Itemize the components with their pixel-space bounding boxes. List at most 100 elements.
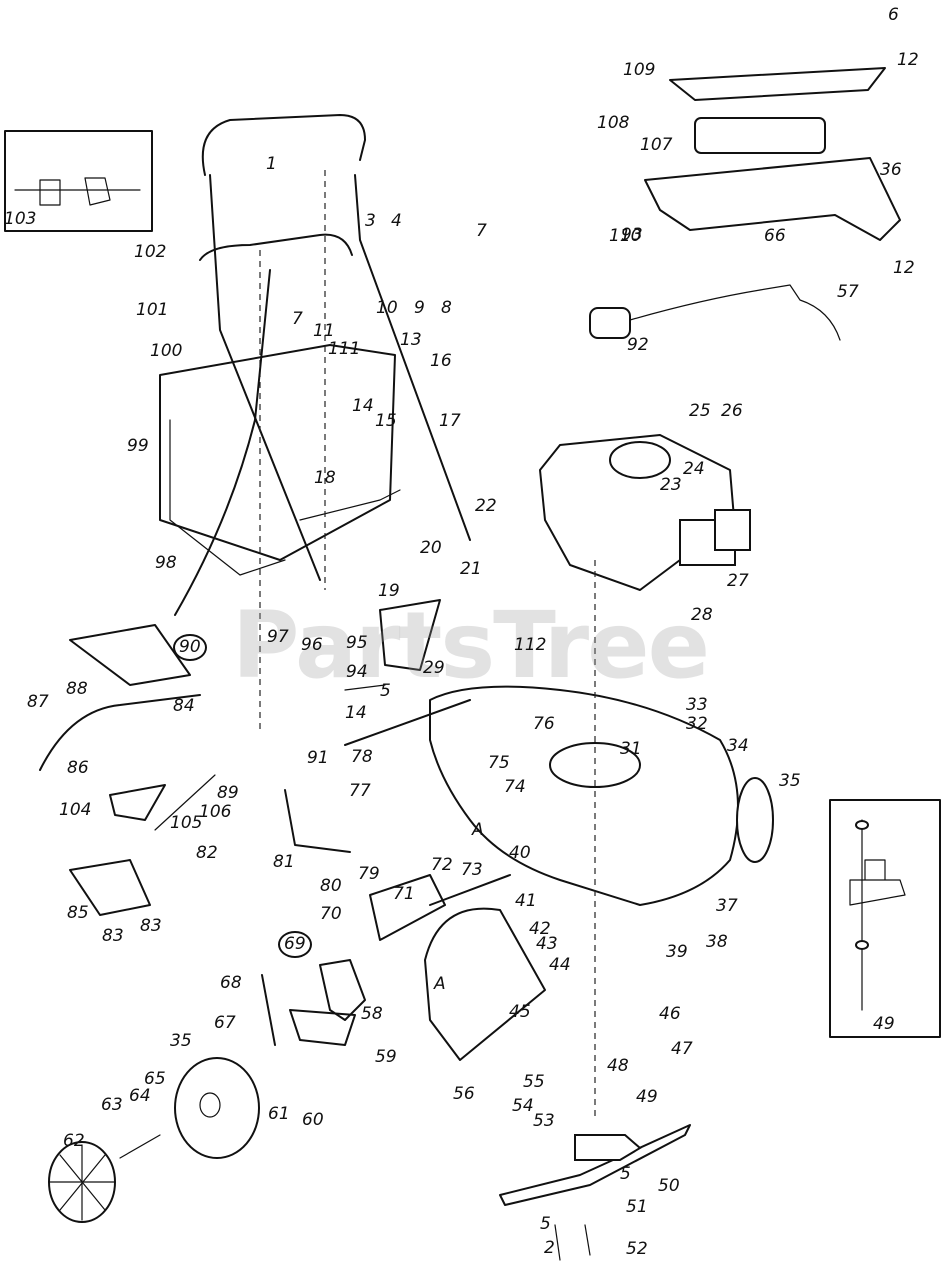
front-wheel-hub xyxy=(199,1092,221,1118)
callout-label: 104 xyxy=(59,800,92,820)
callout-label: 2 xyxy=(544,1238,555,1258)
callout-label: 101 xyxy=(136,300,169,320)
callout-label: 10 xyxy=(376,298,398,318)
cover-plate-108 xyxy=(669,67,886,101)
callout-label: 3 xyxy=(365,211,376,231)
callout-label: 106 xyxy=(199,802,232,822)
callout-label: 80 xyxy=(320,876,342,896)
callout-label: 73 xyxy=(461,860,483,880)
callout-label: 81 xyxy=(273,852,295,872)
callout-label: 14 xyxy=(345,703,367,723)
callout-label: 93 xyxy=(621,225,643,245)
callout-label: 38 xyxy=(706,932,728,952)
callout-label: 48 xyxy=(607,1056,629,1076)
callout-label: 37 xyxy=(716,896,738,916)
bracket-85 xyxy=(69,859,151,916)
control-cable xyxy=(174,269,271,616)
callout-label: 95 xyxy=(346,633,368,653)
callout-label: 36 xyxy=(880,160,902,180)
callout-label: 4 xyxy=(391,211,402,231)
callout-label: 5 xyxy=(540,1214,551,1234)
callout-label: 76 xyxy=(533,714,555,734)
deck-engine-mount-ring xyxy=(549,742,641,788)
callout-label: 23 xyxy=(660,475,682,495)
charger-92 xyxy=(589,307,631,339)
callout-label: 16 xyxy=(430,351,452,371)
callout-label: 40 xyxy=(509,843,531,863)
callout-label: 105 xyxy=(170,813,203,833)
plate-104 xyxy=(109,784,166,821)
callout-label: 44 xyxy=(549,955,571,975)
grass-bag xyxy=(169,419,286,576)
mower-blade xyxy=(499,1124,691,1206)
callout-label: 60 xyxy=(302,1110,324,1130)
upper-handle xyxy=(201,114,366,176)
callout-label: 70 xyxy=(320,904,342,924)
callout-label: 52 xyxy=(626,1239,648,1259)
callout-label: 20 xyxy=(420,538,442,558)
callout-label: 61 xyxy=(268,1104,290,1124)
rear-bracket-78 xyxy=(344,699,471,746)
bracket-95 xyxy=(379,599,441,671)
callout-label: 5 xyxy=(620,1164,631,1184)
callout-label: 35 xyxy=(779,771,801,791)
callout-label: 82 xyxy=(196,843,218,863)
height-adjust-plate-58 xyxy=(319,959,366,1021)
callout-label: 84 xyxy=(173,696,195,716)
callout-label: 79 xyxy=(358,864,380,884)
callout-label: 1 xyxy=(266,154,277,174)
callout-label: 39 xyxy=(666,942,688,962)
callout-label: 50 xyxy=(658,1176,680,1196)
callout-label: 14 xyxy=(352,396,374,416)
axle-41 xyxy=(429,874,511,906)
wire-harness-57 xyxy=(759,284,841,341)
handle-right-rail xyxy=(354,174,471,541)
callout-label: 31 xyxy=(620,739,642,759)
callout-label: 94 xyxy=(346,662,368,682)
blade-adapter xyxy=(574,1134,642,1161)
callout-label: 35 xyxy=(170,1031,192,1051)
callout-label: 12 xyxy=(897,50,919,70)
bag-handle-18 xyxy=(299,489,401,521)
callout-label: 45 xyxy=(509,1002,531,1022)
callout-label: 21 xyxy=(460,559,482,579)
callout-label: 7 xyxy=(292,309,303,329)
air-filter xyxy=(714,509,751,551)
bracket-70 xyxy=(369,874,446,941)
callout-label: 75 xyxy=(488,753,510,773)
mower-deck xyxy=(429,685,739,906)
inset-box-103 xyxy=(4,130,153,232)
inset-49-washer xyxy=(855,940,869,950)
battery-pack-107 xyxy=(694,117,826,154)
callout-label: 51 xyxy=(626,1197,648,1217)
callout-label: 92 xyxy=(627,335,649,355)
callout-label: 85 xyxy=(67,903,89,923)
callout-label: 99 xyxy=(127,436,149,456)
callout-label: 27 xyxy=(727,571,749,591)
callout-label: 43 xyxy=(536,934,558,954)
callout-label: 74 xyxy=(504,777,526,797)
callout-label: 29 xyxy=(423,658,445,678)
callout-label: 78 xyxy=(351,747,373,767)
callout-label: 9 xyxy=(414,298,425,318)
callout-label: 100 xyxy=(150,341,183,361)
callout-label: 49 xyxy=(873,1014,895,1034)
callout-label: 110 xyxy=(609,226,642,246)
callout-label: 15 xyxy=(375,411,397,431)
height-adjust-plate-59 xyxy=(289,1009,356,1046)
callout-label: 22 xyxy=(475,496,497,516)
callout-label: 103 xyxy=(4,209,37,229)
callout-label: 34 xyxy=(727,736,749,756)
inset-49-nut xyxy=(855,820,869,830)
callout-label: 90 xyxy=(173,634,207,661)
callout-label: 111 xyxy=(328,339,361,359)
callout-label: 59 xyxy=(375,1047,397,1067)
hubcap-spokes xyxy=(49,1144,116,1221)
catcher-frame-87 xyxy=(39,694,201,771)
callout-label: 63 xyxy=(101,1095,123,1115)
callout-label: A xyxy=(434,974,446,994)
discharge-baffle-56 xyxy=(424,907,546,1061)
callout-label: 24 xyxy=(683,459,705,479)
callout-label: 91 xyxy=(307,748,329,768)
